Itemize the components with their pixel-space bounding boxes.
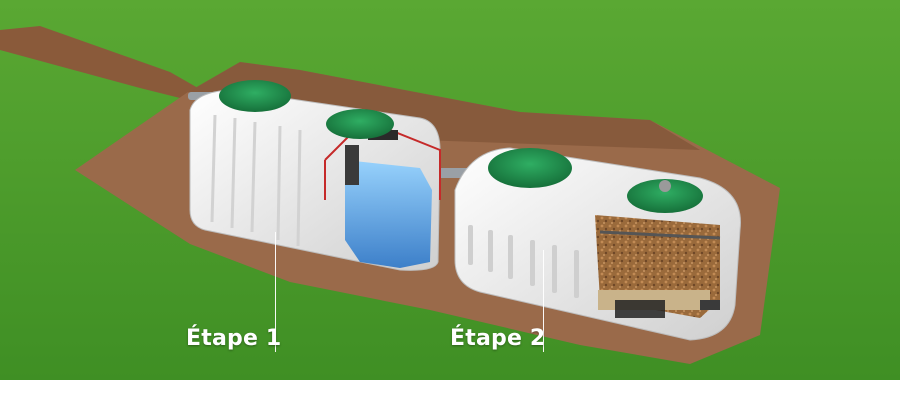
water-cutaway [345,160,432,268]
stage-2-label: Étape 2 [450,326,546,351]
lid-1b [326,109,394,139]
lid-2b [627,179,703,213]
pit-shadow [188,62,700,150]
vent-cap [659,180,671,192]
lid-1a [219,80,291,112]
bottom-white-band [0,380,900,400]
drain-grid [615,300,665,318]
trench-back [0,26,205,100]
tank-stage-1 [189,80,441,271]
outlet-pipe [700,300,720,310]
cutaway-frame [324,118,441,200]
tank-stage-2 [454,147,741,341]
stage-1-leader-line [275,232,276,352]
lid-2a [488,148,572,188]
stage-1-label: Étape 1 [186,326,282,351]
stage-2-leader-line [543,250,544,352]
